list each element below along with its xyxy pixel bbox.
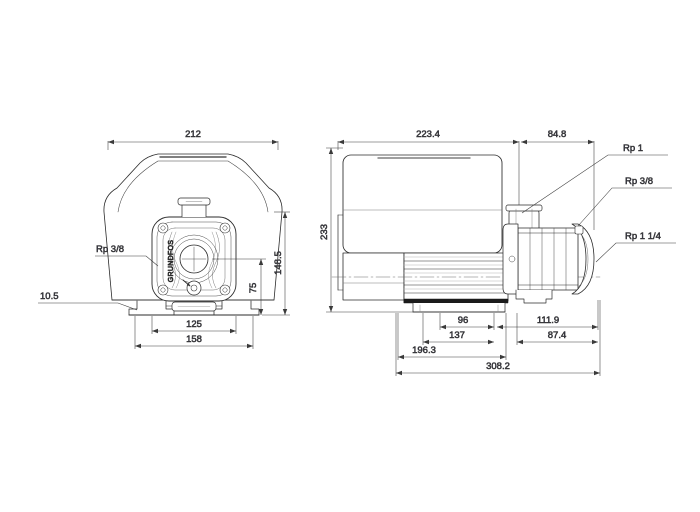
front-view-group: GRUNDFOS [103,153,283,316]
dim-label-96: 96 [458,315,469,326]
side-suction-port-flange [574,225,584,235]
dim-label-196-3: 196.3 [412,345,436,356]
callout-rp1-leader [521,154,668,214]
front-cast-rib-right-2 [208,231,216,289]
dim-212-arrow-right [272,139,278,145]
front-bolt-head-tl [160,225,166,231]
side-motor-base-plate [403,298,509,304]
dim-233-arrow-top [328,148,334,154]
dim-233-arrow-bot [328,306,334,312]
front-cast-rib-left [168,231,176,289]
dim-label-75: 75 [248,283,259,294]
front-bolt-head-br [222,287,228,293]
dim-148-arrow-top [282,212,288,218]
dim-84-arrow-left [521,139,527,145]
front-bolt-head-bl [160,287,166,293]
dim-96-arrow-right [488,324,494,330]
dim-308-arrow-right [594,370,600,376]
side-chamber-stack [517,227,579,291]
dim-96-arrow-left [440,324,446,330]
side-pump-head-hub [508,255,516,263]
dim-label-84-8: 84.8 [548,129,567,140]
dim-75-arrow-bot [258,309,264,315]
dim-84-arrow-right [588,139,594,145]
dim-label-87-4: 87.4 [548,330,567,341]
dim-137-arrow-left [423,339,429,345]
front-cast-rib-right [212,231,220,289]
dim-148-arrow-bot [282,309,288,315]
dim-158-arrow-right [247,343,253,349]
callout-front-rp38-leader [95,255,159,267]
dim-label-158: 158 [186,334,202,345]
side-discharge-port-flange [505,204,543,212]
dim-87-arrow-right [592,339,598,345]
callout-label-10-5: 10.5 [40,291,59,302]
dim-137-arrow-right [488,339,494,345]
dim-label-308-2: 308.2 [486,361,510,372]
callout-label-rp1: Rp 1 [623,143,643,154]
front-drain-plug [190,284,198,292]
side-view-dimensions: 223.4 84.8 233 96 137 111.9 [319,129,676,376]
dim-223-arrow-left [338,139,344,145]
dim-111-arrow-right [592,324,598,330]
dim-196-arrow-right [500,354,506,360]
dim-125-arrow-left [152,328,158,334]
front-bolt-head-tr [222,225,228,231]
dim-308-arrow-left [396,370,402,376]
dim-158-arrow-left [135,343,141,349]
callout-side-rp38-leader [577,187,672,227]
dim-212-arrow-left [108,139,114,145]
dim-125-arrow-right [230,328,236,334]
front-cast-rib-left-2 [172,231,180,289]
dim-label-125: 125 [186,319,202,330]
side-motor-shell [342,252,405,301]
dim-label-212: 212 [185,129,201,140]
dim-87-arrow-left [517,339,523,345]
side-suction-end-cap [571,223,595,295]
callout-rp114-leader [595,242,676,263]
side-motor-fin-lines [403,256,509,294]
dim-196-arrow-left [398,354,404,360]
front-view-dimensions: 212 148.5 75 125 158 10.5 Rp 3/8 [38,129,290,349]
side-terminal-box [342,154,503,254]
dim-label-233: 233 [319,224,330,240]
callout-label-rp114: Rp 1 1/4 [625,231,661,242]
dim-223-arrow-right [513,139,519,145]
side-chamber-divider-lines [529,227,567,291]
front-drain-arrow-head [186,282,190,286]
front-shroud-inner-crease [117,160,269,213]
front-inlet-neck [181,203,207,218]
side-view-group [331,154,601,313]
callout-label-side-rp38: Rp 3/8 [625,176,653,187]
callout-10-5-leader [38,302,138,311]
dim-75-arrow-top [258,259,264,265]
brand-text: GRUNDFOS [168,240,175,282]
side-suction-cap-inner [577,230,589,288]
dim-111-arrow-left [497,324,503,330]
dim-label-111-9: 111.9 [537,315,559,326]
callout-label-front-rp38: Rp 3/8 [96,244,124,255]
dim-label-223-4: 223.4 [416,129,440,140]
side-pump-foot [515,289,553,304]
dim-label-137: 137 [449,330,465,341]
side-motor-foot-base [412,302,506,313]
dim-label-148-5: 148.5 [273,251,284,275]
